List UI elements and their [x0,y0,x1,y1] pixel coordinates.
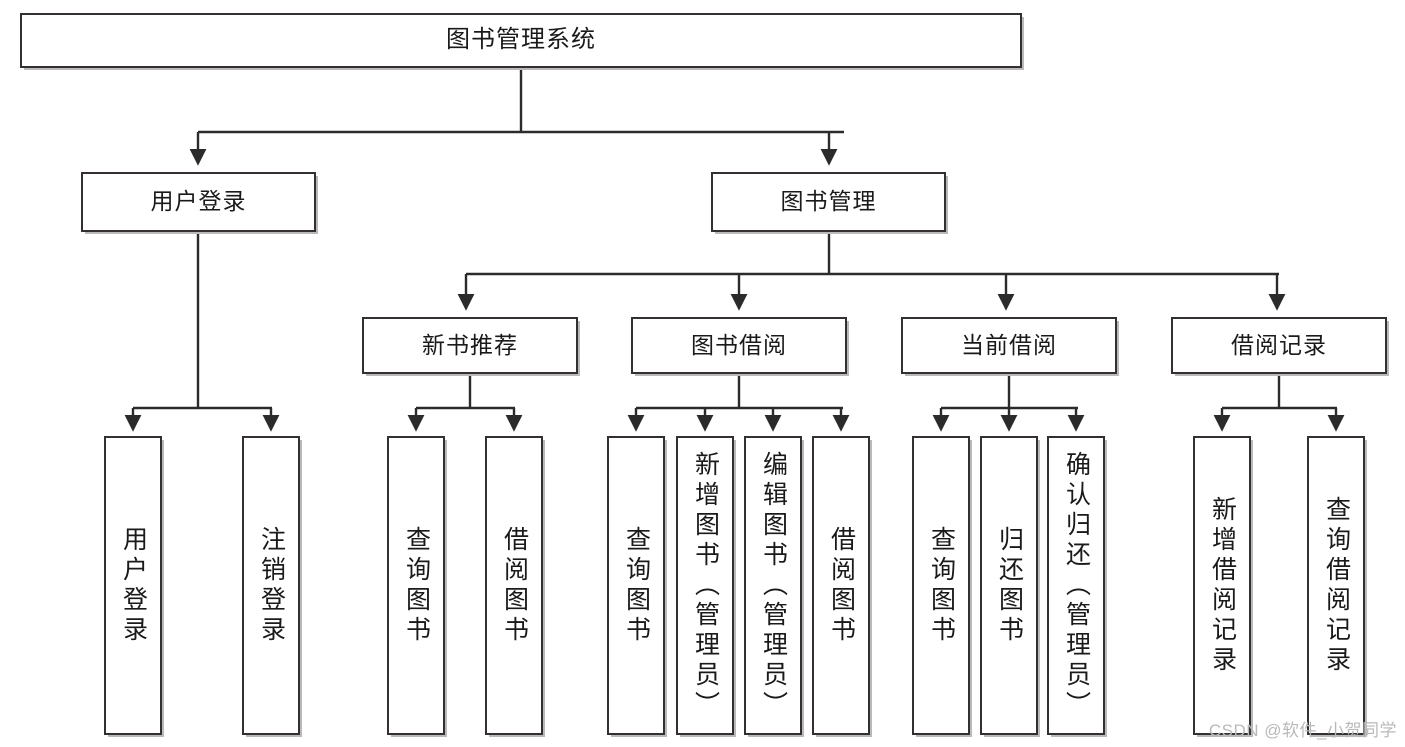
leaf-return-book[interactable]: 归还图书 [980,436,1038,735]
leaf-query-borrow-record[interactable]: 查询借阅记录 [1307,436,1365,735]
leaf-label: 新增借阅记录 [1208,495,1237,676]
node-label: 图书管理系统 [446,26,596,54]
node-label: 新书推荐 [422,331,518,358]
node-book-management[interactable]: 图书管理 [711,172,946,232]
leaf-query-book-borrow[interactable]: 查询图书 [607,436,665,735]
leaf-label: 查询图书 [927,525,956,646]
node-root-book-management-system[interactable]: 图书管理系统 [20,13,1022,68]
node-label: 用户登录 [150,188,247,215]
node-borrow-record[interactable]: 借阅记录 [1171,317,1387,374]
node-label: 图书借阅 [691,331,787,358]
node-label: 借阅记录 [1231,331,1327,358]
leaf-query-book-recommend[interactable]: 查询图书 [387,436,445,735]
node-new-book-recommend[interactable]: 新书推荐 [362,317,578,374]
leaf-user-login[interactable]: 用户登录 [104,436,162,735]
leaf-label: 编辑图书（管理员） [759,450,788,721]
leaf-user-logout[interactable]: 注销登录 [242,436,300,735]
node-current-borrow[interactable]: 当前借阅 [901,317,1117,374]
leaf-borrow-book[interactable]: 借阅图书 [812,436,870,735]
leaf-label: 确认归还（管理员） [1062,450,1091,721]
node-label: 图书管理 [780,188,877,215]
csdn-watermark: CSDN @软件_小贺同学 [1208,721,1397,740]
leaf-add-borrow-record[interactable]: 新增借阅记录 [1193,436,1251,735]
node-book-borrow[interactable]: 图书借阅 [631,317,847,374]
leaf-label: 借阅图书 [827,525,856,646]
leaf-label: 用户登录 [119,525,148,646]
leaf-label: 注销登录 [257,525,286,646]
leaf-query-book-current[interactable]: 查询图书 [912,436,970,735]
leaf-borrow-book-recommend[interactable]: 借阅图书 [485,436,543,735]
leaf-label: 查询图书 [402,525,431,646]
leaf-edit-book-admin[interactable]: 编辑图书（管理员） [744,436,802,735]
node-label: 当前借阅 [961,331,1057,358]
leaf-label: 新增图书（管理员） [691,450,720,721]
leaf-label: 查询图书 [622,525,651,646]
leaf-label: 归还图书 [995,525,1024,646]
leaf-add-book-admin[interactable]: 新增图书（管理员） [676,436,734,735]
leaf-label: 借阅图书 [500,525,529,646]
node-user-login[interactable]: 用户登录 [81,172,316,232]
leaf-label: 查询借阅记录 [1322,495,1351,676]
leaf-confirm-return-admin[interactable]: 确认归还（管理员） [1047,436,1105,735]
